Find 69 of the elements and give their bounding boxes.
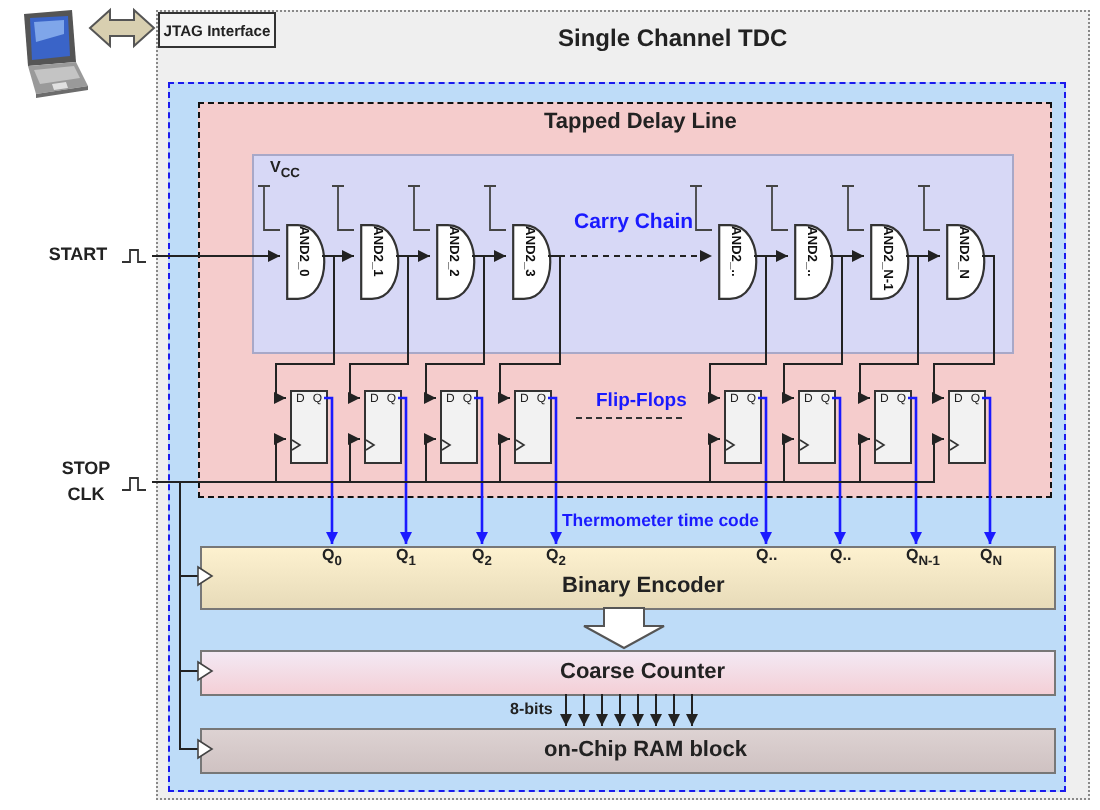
block-arrow (583, 607, 665, 650)
arrow (932, 255, 995, 404)
arrow (596, 693, 608, 727)
and-gate (794, 224, 836, 300)
arrow (498, 255, 561, 404)
interface-box (158, 12, 276, 48)
signal-label: START (46, 242, 110, 268)
signal-label: Q.. (756, 546, 778, 566)
flip-flop (440, 390, 478, 464)
and-gate (946, 224, 988, 300)
and-gate (436, 224, 478, 300)
signal-label: Q$_{N-1}$ (906, 546, 940, 572)
box-title: on-Chip RAM block (544, 738, 747, 762)
signal-label: V$_{CC}$ (270, 158, 300, 184)
and-gate (286, 224, 328, 300)
arrow (650, 693, 662, 727)
flip-flop (724, 390, 762, 464)
memory-block (200, 728, 1056, 774)
counter-block (200, 650, 1056, 696)
signal-label: Q$_{2}$ (472, 546, 492, 572)
flip-flop (874, 390, 912, 464)
and-gate (870, 224, 912, 300)
and-gate (360, 224, 402, 300)
arrow (782, 255, 843, 404)
arrow (758, 396, 772, 544)
box-title: Single Channel TDC (558, 24, 788, 52)
arrow (324, 396, 338, 544)
signal-label: Q$_{0}$ (322, 546, 342, 572)
signal-label: Flip-Flops (596, 390, 687, 413)
arrow (708, 255, 767, 404)
carry-chain-box (252, 154, 1014, 354)
arrow (908, 396, 922, 544)
arrow (632, 693, 644, 727)
flip-flop (364, 390, 402, 464)
signal-label: Thermometer time code (562, 510, 759, 531)
signal-label: STOP CLK (59, 456, 113, 508)
system-box (156, 10, 1090, 800)
arrow (548, 396, 562, 544)
arrow (578, 693, 590, 727)
flip-flop (514, 390, 552, 464)
and-gate (718, 224, 760, 300)
flip-flop (798, 390, 836, 464)
box-title: Carry Chain (574, 210, 694, 234)
box-title: Coarse Counter (560, 660, 726, 684)
arrow (614, 693, 626, 727)
encoder-block (200, 546, 1056, 610)
flip-flop (290, 390, 328, 464)
signal-label: Q.. (830, 546, 852, 566)
arrow (474, 396, 488, 544)
box-title: Binary Encoder (562, 574, 725, 598)
arrow (668, 693, 680, 727)
box-title: Tapped Delay Line (544, 110, 737, 134)
arrow (832, 396, 846, 544)
flip-flop (948, 390, 986, 464)
signal-label: Q$_{2}$ (546, 546, 566, 572)
arrow (274, 255, 335, 404)
arrow (424, 255, 485, 404)
double-block-arrow (88, 7, 156, 49)
and-gate (512, 224, 554, 300)
signal-label: Q$_{N}$ (980, 546, 1003, 572)
arrow (686, 693, 698, 727)
arrow (982, 396, 996, 544)
signal-label: Q$_{1}$ (396, 546, 416, 572)
arrow (348, 255, 409, 404)
arrow (151, 250, 281, 262)
arrow (560, 693, 572, 727)
bus-label: 8-bits (510, 700, 553, 720)
arrow (398, 396, 412, 544)
arrow (858, 255, 919, 404)
